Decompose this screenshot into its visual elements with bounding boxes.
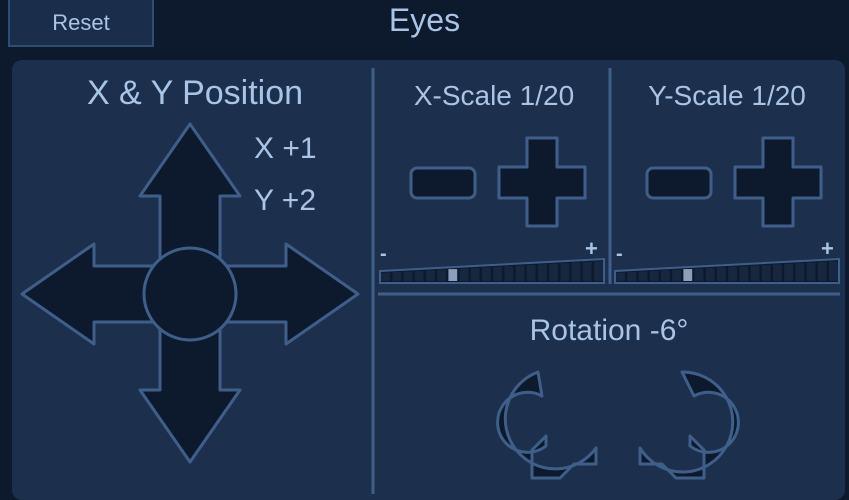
arrow-right-button[interactable]: [218, 242, 360, 346]
x-scale-slider[interactable]: [379, 257, 605, 284]
x-scale-max-label: +: [585, 236, 598, 261]
x-scale-slider-segment[interactable]: [538, 264, 547, 281]
rotation-title: Rotation -6°: [529, 314, 689, 347]
arrow-down-button[interactable]: [138, 320, 242, 464]
y-scale-min-label: -: [616, 243, 623, 265]
y-scale-slider-marker[interactable]: [683, 269, 693, 281]
rotate-clockwise-button[interactable]: [496, 370, 598, 480]
x-scale-minus-button[interactable]: [409, 166, 477, 200]
y-scale-slider-segment[interactable]: [817, 261, 827, 281]
y-scale-max-label: +: [821, 236, 834, 261]
x-scale-slider-segment[interactable]: [482, 267, 491, 281]
x-scale-slider-track: [379, 257, 605, 284]
y-scale-slider-segment[interactable]: [795, 263, 805, 281]
x-scale-slider-segment[interactable]: [470, 267, 480, 281]
y-scale-slider-track: [614, 257, 840, 284]
x-scale-slider-segment[interactable]: [381, 272, 390, 281]
y-scale-slider-segment[interactable]: [616, 272, 625, 281]
center-circle-button[interactable]: [142, 246, 238, 342]
x-scale-slider-segment[interactable]: [560, 263, 570, 281]
y-scale-slider-segment[interactable]: [728, 266, 737, 281]
x-scale-slider-segment[interactable]: [515, 265, 525, 282]
y-scale-slider-segment[interactable]: [761, 264, 771, 281]
x-scale-slider-segment[interactable]: [403, 271, 413, 282]
arrow-up-button[interactable]: [138, 122, 242, 266]
x-scale-slider-segment[interactable]: [582, 261, 592, 281]
x-scale-title: X-Scale 1/20: [413, 80, 575, 111]
x-scale-plus-button[interactable]: [497, 136, 587, 228]
x-scale-slider-segment[interactable]: [414, 270, 424, 281]
y-scale-slider-segment[interactable]: [627, 272, 637, 281]
y-scale-slider-segment[interactable]: [773, 264, 782, 281]
x-scale-slider-segment[interactable]: [594, 261, 603, 281]
x-scale-slider-segment[interactable]: [571, 262, 581, 282]
y-scale-slider-segment[interactable]: [739, 266, 749, 281]
page-title: Eyes: [388, 2, 461, 38]
reset-button[interactable]: Reset: [8, 0, 154, 47]
x-scale-slider-segment[interactable]: [549, 263, 558, 281]
y-scale-slider-segment[interactable]: [750, 265, 760, 282]
x-scale-slider-segment[interactable]: [526, 264, 536, 281]
y-scale-title: Y-Scale 1/20: [648, 80, 806, 111]
x-scale-slider-segment[interactable]: [437, 269, 446, 281]
x-position-value: X +1: [254, 132, 317, 165]
x-scale-slider-segment[interactable]: [504, 266, 514, 281]
y-scale-slider-segment[interactable]: [829, 261, 838, 281]
y-scale-slider-segment[interactable]: [694, 268, 704, 282]
rotate-counterclockwise-button[interactable]: [638, 370, 740, 480]
position-title: X & Y Position: [86, 74, 304, 112]
y-scale-slider-segment[interactable]: [784, 263, 793, 281]
x-scale-slider-segment[interactable]: [493, 266, 502, 281]
x-scale-slider-marker[interactable]: [448, 269, 458, 281]
x-scale-slider-segment[interactable]: [426, 270, 435, 281]
y-scale-slider-segment[interactable]: [705, 267, 715, 281]
y-scale-slider-segment[interactable]: [717, 267, 726, 281]
arrow-left-button[interactable]: [20, 242, 162, 346]
y-scale-slider-segment[interactable]: [649, 270, 659, 281]
y-scale-plus-button[interactable]: [733, 136, 823, 228]
y-scale-slider-segment[interactable]: [661, 270, 670, 281]
y-scale-slider-segment[interactable]: [638, 271, 648, 282]
x-scale-slider-segment[interactable]: [392, 272, 402, 281]
y-position-value: Y +2: [254, 184, 317, 217]
y-scale-slider-segment[interactable]: [672, 269, 681, 281]
y-scale-minus-button[interactable]: [645, 166, 713, 200]
y-scale-slider[interactable]: [614, 257, 840, 284]
x-scale-min-label: -: [380, 243, 387, 265]
x-scale-slider-segment[interactable]: [459, 268, 469, 282]
y-scale-slider-segment[interactable]: [806, 262, 816, 282]
